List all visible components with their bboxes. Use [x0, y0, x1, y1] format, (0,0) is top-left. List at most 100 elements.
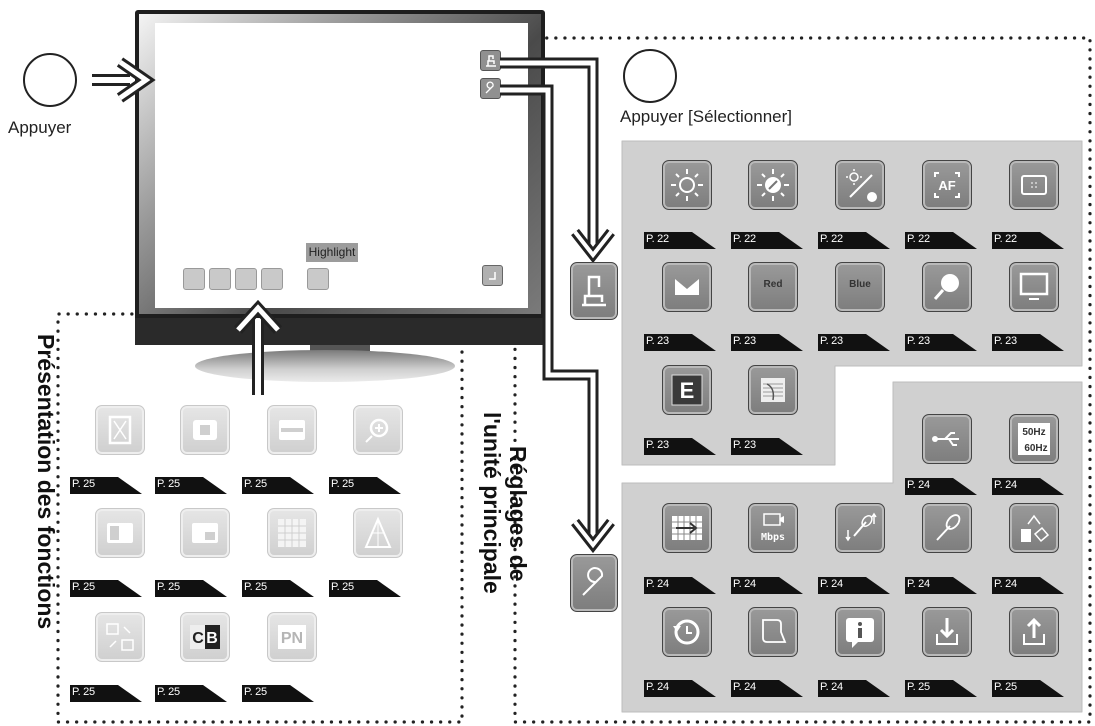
press-circle-right [623, 49, 677, 103]
page-reference-label: P. 24 [646, 578, 669, 590]
page-reference-label: P. 23 [646, 335, 669, 347]
edge-button[interactable]: E [662, 365, 712, 415]
camera-menu-category-button[interactable] [570, 262, 618, 320]
page-flag-icon [644, 438, 716, 455]
monitor-chin [135, 318, 545, 345]
picture-in-picture-button[interactable] [180, 508, 230, 558]
press-caption-right: Appuyer [Sélectionner] [620, 107, 792, 126]
page-reference: P. 24 [731, 680, 803, 697]
svg-text:AF: AF [938, 178, 955, 193]
page-flag-icon [70, 477, 142, 494]
keystone-button[interactable] [353, 508, 403, 558]
timer-button[interactable] [95, 405, 145, 455]
page-flag-icon [731, 334, 803, 351]
sun-wrench-icon [757, 169, 789, 201]
camera-icon [582, 275, 606, 307]
storage-button[interactable] [1009, 503, 1059, 553]
osd-bar-button[interactable] [261, 268, 283, 290]
page-reference: P. 25 [242, 685, 314, 702]
page-reference-label: P. 23 [907, 335, 930, 347]
page-flag-icon [731, 232, 803, 249]
page-reference: P. 25 [329, 580, 401, 597]
auto-brightness-button[interactable] [835, 160, 885, 210]
page-flag-icon [905, 334, 977, 351]
svg-text:E: E [680, 378, 695, 403]
mosaic-button[interactable] [267, 508, 317, 558]
wrench-icon [485, 81, 494, 94]
autofocus-button[interactable]: AF [922, 160, 972, 210]
osd-bar-button[interactable] [307, 268, 329, 290]
information-button[interactable] [835, 607, 885, 657]
reset-clock-icon [673, 619, 700, 645]
page-reference: P. 24 [905, 478, 977, 495]
brightness-settings-button[interactable] [748, 160, 798, 210]
osd-bar-button[interactable] [183, 268, 205, 290]
compare-button[interactable] [95, 508, 145, 558]
sun-icon [671, 169, 703, 201]
page-reference: P. 24 [992, 478, 1064, 495]
page-reference-label: P. 22 [907, 233, 930, 245]
page-reference: P. 24 [731, 577, 803, 594]
presentation-mode-button[interactable] [662, 503, 712, 553]
display-button[interactable] [1009, 262, 1059, 312]
usb-button[interactable] [922, 414, 972, 464]
upload-icon [1023, 617, 1045, 645]
page-reference-label: P. 25 [72, 581, 95, 593]
image-mode-button[interactable] [662, 262, 712, 312]
microphone-button[interactable] [922, 503, 972, 553]
gamma-button[interactable] [748, 365, 798, 415]
positive-negative-button[interactable]: PN [267, 612, 317, 662]
mask-button[interactable] [267, 405, 317, 455]
red-button[interactable]: Red [748, 262, 798, 312]
return-icon [489, 272, 496, 280]
spotlight-zoom-button[interactable] [353, 405, 403, 455]
settings-menu-category-button[interactable] [570, 554, 618, 612]
mic-volume-button[interactable] [835, 503, 885, 553]
page-reference: P. 25 [155, 685, 227, 702]
page-reference-label: P. 24 [646, 681, 669, 693]
osd-bar-button[interactable] [235, 268, 257, 290]
osd-camera-button[interactable] [480, 50, 501, 71]
focus-frame-icon [1021, 175, 1047, 195]
page-reference-label: P. 24 [733, 681, 756, 693]
svg-text:Mbps: Mbps [761, 532, 785, 543]
page-flag-icon [70, 685, 142, 702]
speech-icon [762, 619, 787, 643]
rotate-button[interactable] [95, 612, 145, 662]
zoom-button[interactable] [922, 262, 972, 312]
magnifier-icon [933, 274, 959, 300]
import-settings-button[interactable] [922, 607, 972, 657]
bitrate-button[interactable]: Mbps [748, 503, 798, 553]
edge-icon: E [671, 374, 703, 406]
page-reference-label: P. 24 [733, 578, 756, 590]
blue-button[interactable]: Blue [835, 262, 885, 312]
page-reference: P. 22 [905, 232, 977, 249]
page-flag-icon [242, 580, 314, 597]
osd-return-button[interactable] [482, 265, 503, 286]
page-flag-icon [818, 232, 890, 249]
camera-icon [486, 55, 496, 67]
osd-bar-button[interactable] [209, 268, 231, 290]
page-reference-label: P. 25 [157, 686, 180, 698]
freeze-button[interactable] [180, 405, 230, 455]
page-reference-label: P. 24 [994, 578, 1017, 590]
page-flag-icon [242, 685, 314, 702]
language-button[interactable] [748, 607, 798, 657]
factory-reset-button[interactable] [662, 607, 712, 657]
page-reference-label: P. 24 [907, 479, 930, 491]
brightness-button[interactable] [662, 160, 712, 210]
page-flag-icon [155, 685, 227, 702]
page-reference: P. 25 [242, 580, 314, 597]
page-flag-icon [818, 577, 890, 594]
focus-area-button[interactable] [1009, 160, 1059, 210]
page-flag-icon [992, 478, 1064, 495]
pn-icon: PN [278, 625, 306, 649]
page-reference-label: P. 22 [820, 233, 843, 245]
export-settings-button[interactable] [1009, 607, 1059, 657]
page-reference: P. 24 [644, 577, 716, 594]
page-reference: P. 22 [992, 232, 1064, 249]
page-flag-icon [329, 477, 401, 494]
